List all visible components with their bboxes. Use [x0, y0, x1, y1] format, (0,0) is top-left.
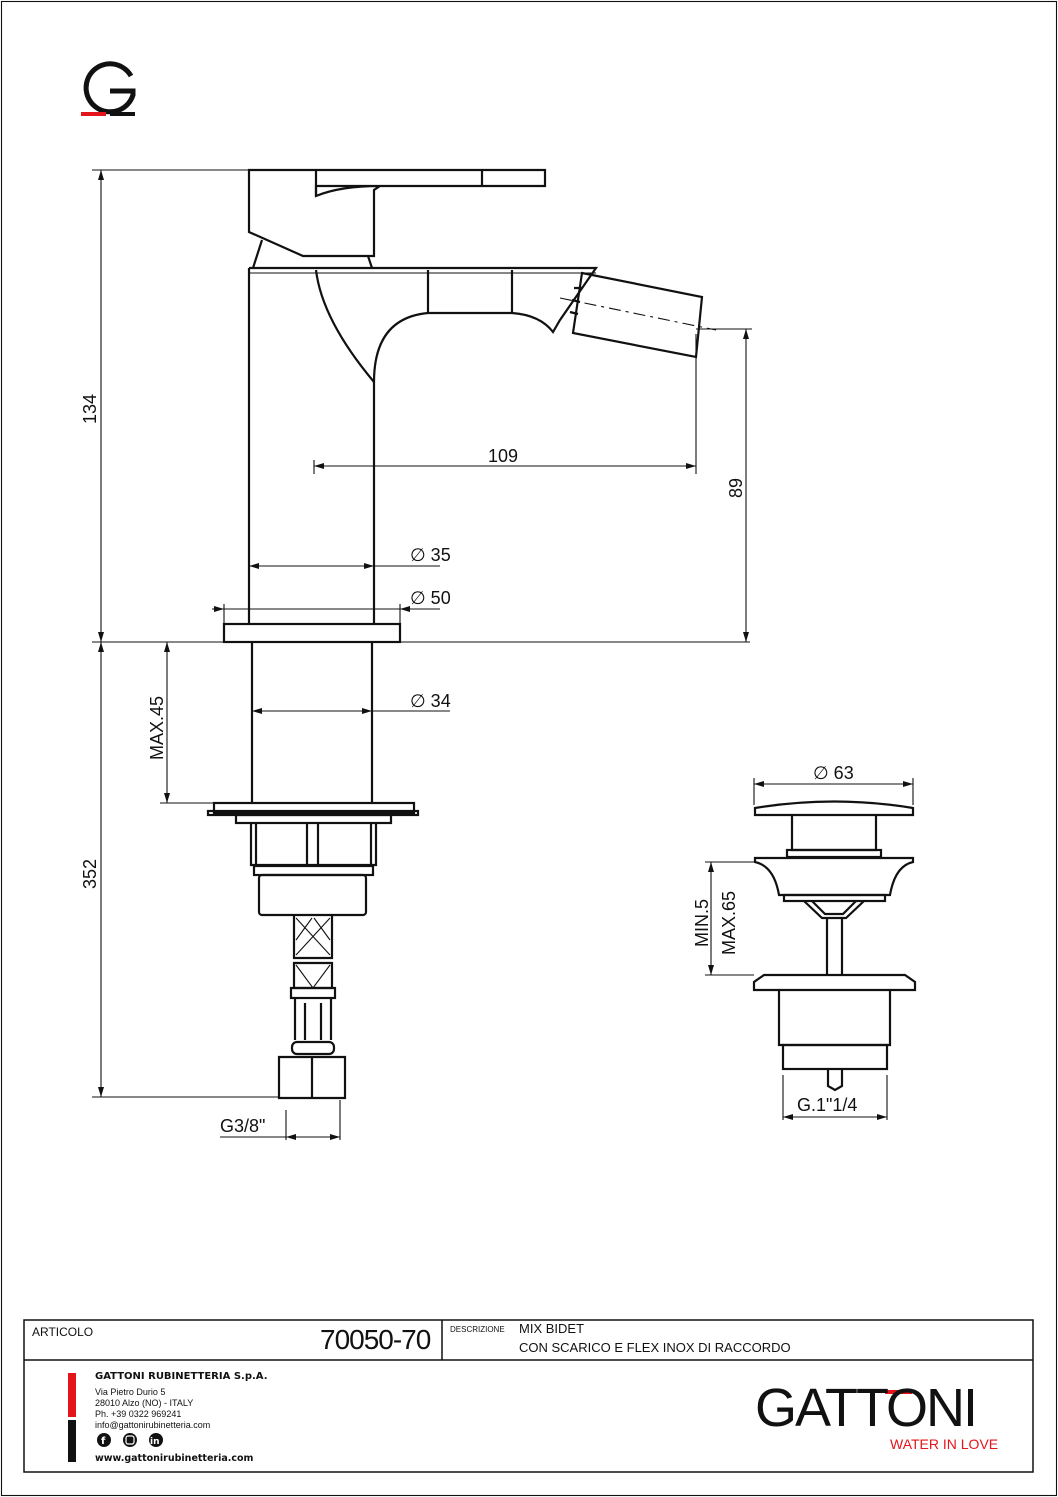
- phone: Ph. +39 0322 969241: [95, 1409, 182, 1419]
- website-link[interactable]: www.gattonirubinetteria.com: [95, 1453, 254, 1464]
- dim-g114: G.1"1/4: [797, 1095, 857, 1115]
- drain-side-view: [752, 800, 917, 1092]
- gattoni-brand-logo: GATTONI: [755, 1378, 978, 1438]
- dim-g38: G3/8": [220, 1116, 265, 1136]
- dim-89: 89: [726, 478, 746, 498]
- email[interactable]: info@gattonirubinetteria.com: [95, 1420, 211, 1430]
- dim-352: 352: [80, 859, 100, 889]
- dim-109: 109: [488, 446, 518, 466]
- company-address: Via Pietro Durio 5 28010 Alzo (NO) - ITA…: [95, 1387, 210, 1431]
- brand-tagline: WATER IN LOVE: [890, 1436, 999, 1452]
- dim-d35: ∅ 35: [410, 545, 451, 565]
- black-bar: [68, 1420, 76, 1462]
- title-block-frame: [23, 1319, 1034, 1473]
- facebook-icon[interactable]: [97, 1433, 111, 1447]
- dim-d50: ∅ 50: [410, 588, 451, 608]
- articolo-label: ARTICOLO: [32, 1325, 94, 1339]
- svg-text:in: in: [150, 1437, 160, 1447]
- description-line1: MIX BIDET: [519, 1321, 585, 1336]
- g-logo: [81, 61, 136, 116]
- dim-d63: ∅ 63: [813, 763, 854, 783]
- dim-min5: MIN.5: [692, 899, 712, 947]
- social-icons: f in: [97, 1433, 163, 1447]
- dimension-lines: [92, 169, 914, 1140]
- instagram-icon[interactable]: [123, 1433, 137, 1447]
- dim-d34: ∅ 34: [410, 691, 451, 711]
- dim-max45: MAX.45: [147, 696, 167, 760]
- linkedin-icon[interactable]: [149, 1433, 163, 1447]
- descrizione-label: DESCRIZIONE: [450, 1325, 505, 1334]
- dim-max65: MAX.65: [719, 891, 739, 955]
- company-name: GATTONI RUBINETTERIA S.p.A.: [95, 1371, 268, 1382]
- dimension-arrows: [98, 170, 913, 1140]
- brand-red-accent: [885, 1390, 912, 1394]
- red-bar: [68, 1373, 76, 1417]
- dim-134: 134: [80, 394, 100, 424]
- address-line2: 28010 Alzo (NO) - ITALY: [95, 1398, 194, 1408]
- faucet-side-view: [206, 168, 717, 1100]
- article-code: 70050-70: [320, 1324, 431, 1355]
- svg-text:f: f: [101, 1436, 106, 1447]
- description-line2: CON SCARICO E FLEX INOX DI RACCORDO: [519, 1340, 791, 1355]
- address-line1: Via Pietro Durio 5: [95, 1387, 166, 1397]
